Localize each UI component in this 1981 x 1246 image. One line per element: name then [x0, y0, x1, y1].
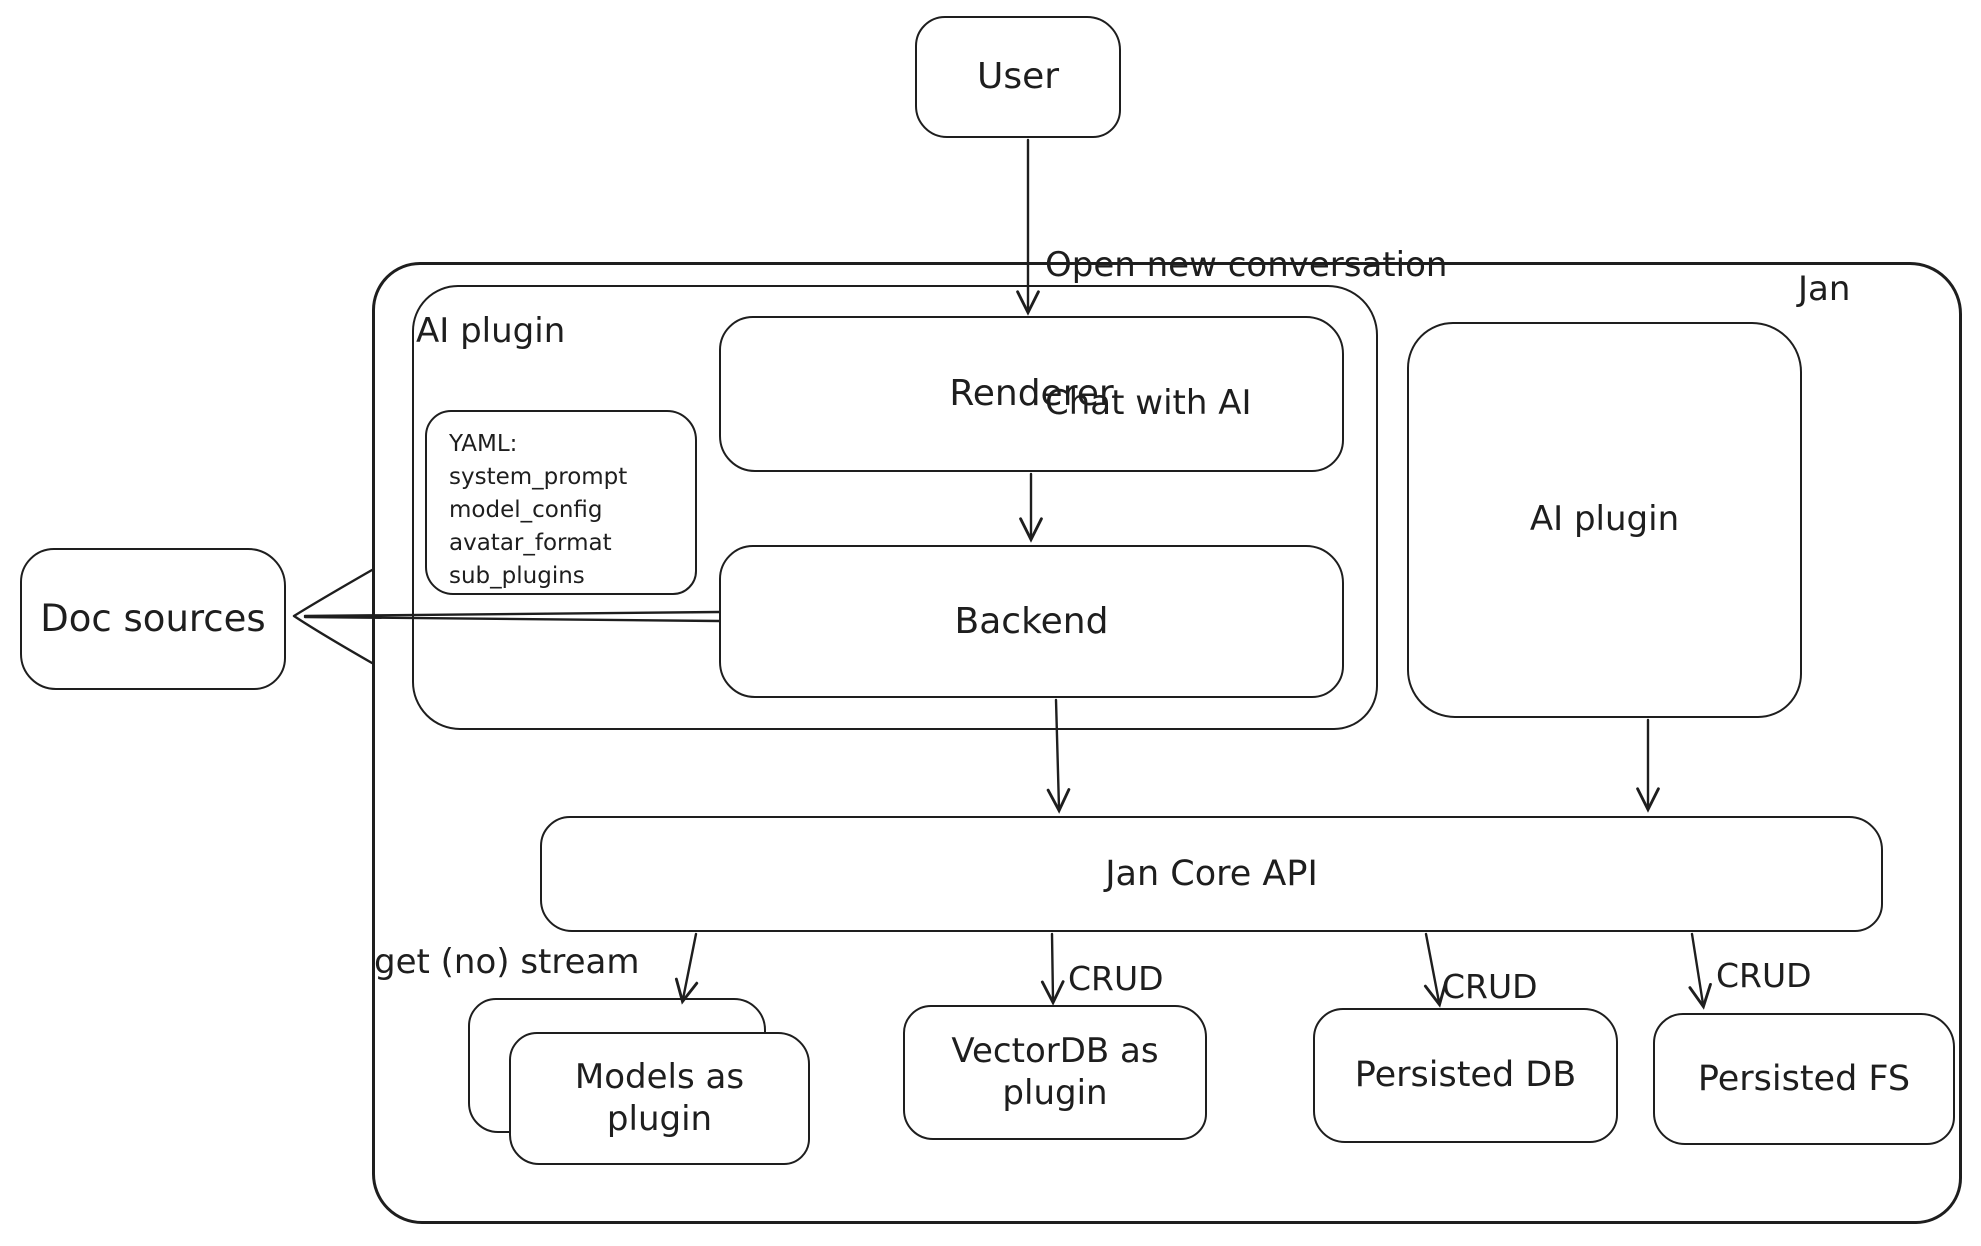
user-action-edge-label: Open new conversation Chat with AI — [1045, 150, 1447, 518]
ai-plugin-container-label: AI plugin — [416, 311, 566, 351]
user-action-edge-label-line1: Open new conversation — [1045, 245, 1448, 285]
crud-persisted-fs-edge-label: CRUD — [1716, 956, 1812, 995]
renderer-node: Renderer — [719, 316, 1344, 472]
crud-vectordb-edge-label: CRUD — [1068, 959, 1164, 998]
ai-plugin-right-node: AI plugin — [1407, 322, 1802, 718]
yaml-note-line: YAML: — [449, 431, 518, 457]
ai-plugin-right-node-label: AI plugin — [1529, 499, 1680, 540]
jan-container-label: Jan — [1798, 269, 1851, 309]
yaml-note-line: sub_plugins — [449, 563, 585, 589]
user-node: User — [915, 16, 1121, 138]
yaml-note-line: system_prompt — [449, 464, 628, 490]
persisted-fs-node: Persisted FS — [1653, 1013, 1955, 1145]
yaml-note-line: avatar_format — [449, 530, 612, 556]
jan-core-api-node-label: Jan Core API — [1105, 853, 1318, 894]
backend-node: Backend — [719, 545, 1344, 698]
user-node-label: User — [976, 56, 1060, 98]
doc-sources-node-label: Doc sources — [40, 597, 266, 641]
user-action-edge-label-line2: Chat with AI — [1045, 383, 1252, 423]
persisted-db-node-label: Persisted DB — [1354, 1055, 1577, 1096]
models-as-plugin-node: Models as plugin — [509, 1032, 810, 1165]
yaml-note: YAML: system_prompt model_config avatar_… — [425, 410, 697, 595]
persisted-db-node: Persisted DB — [1313, 1008, 1618, 1143]
vectordb-node: VectorDB as plugin — [903, 1005, 1207, 1140]
vectordb-node-label: VectorDB as plugin — [951, 1031, 1159, 1113]
crud-persisted-db-edge-label: CRUD — [1442, 967, 1538, 1006]
yaml-note-line: model_config — [449, 497, 603, 523]
jan-core-api-node: Jan Core API — [540, 816, 1883, 932]
doc-sources-node: Doc sources — [20, 548, 286, 690]
persisted-fs-node-label: Persisted FS — [1697, 1058, 1911, 1099]
models-as-plugin-node-label: Models as plugin — [574, 1057, 745, 1139]
arrow-backend-to-doc-sources-head — [292, 568, 374, 665]
renderer-node-label: Renderer — [949, 373, 1114, 415]
backend-node-label: Backend — [954, 600, 1109, 642]
get-stream-edge-label: get (no) stream — [374, 942, 640, 982]
